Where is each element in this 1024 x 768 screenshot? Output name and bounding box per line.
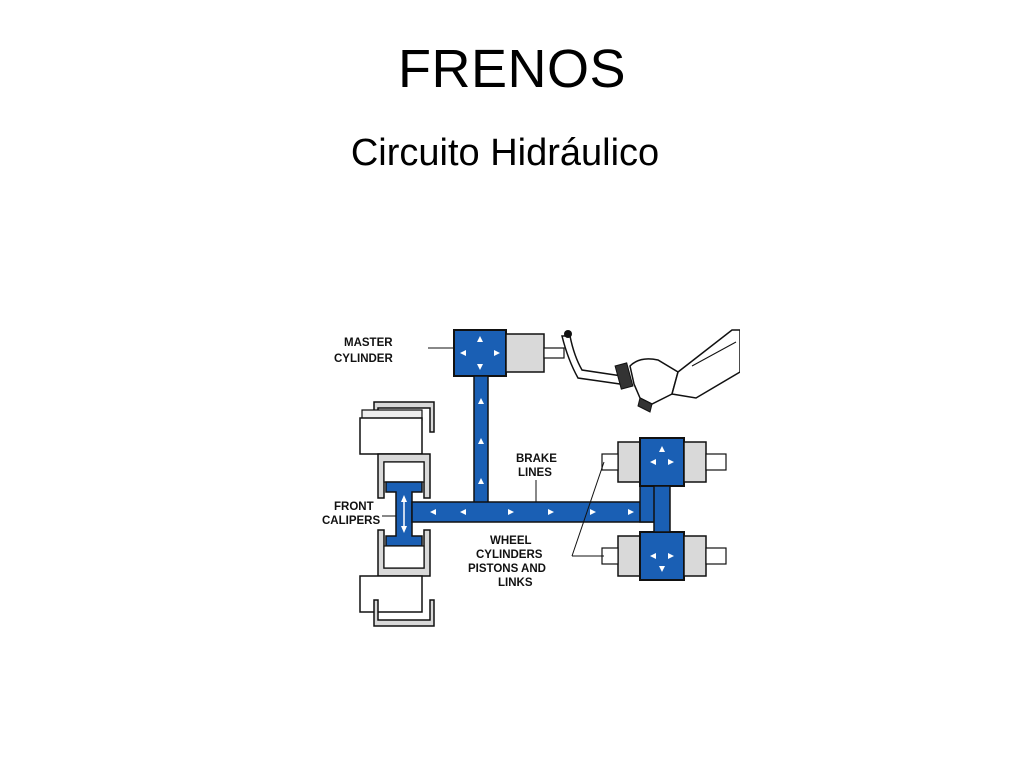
lower-wc-left-link [601,547,619,565]
driver-foot [629,329,740,413]
line-arrow-2 [478,438,484,444]
lower-wc-left-piston [617,535,641,577]
line-arrow-3 [478,478,484,484]
upper-wc-left-piston [617,441,641,483]
label-wheel-cylinders-3: PISTONS AND [468,563,546,575]
lwc-arrow-3 [659,566,665,572]
wheel-cylinders-leader-2 [571,461,605,557]
line-arrow-7 [548,509,554,515]
line-arrow-9 [628,509,634,515]
shoe [629,358,679,405]
master-cylinder-rod [543,347,565,359]
rear-wheel-cylinders [601,437,727,581]
line-arrow-5 [460,509,466,515]
mc-arrow-up [477,336,483,342]
uwc-arrow-1 [650,459,656,465]
brake-line-horizontal [411,501,657,523]
master-cylinder [453,329,565,377]
lwc-arrow-2 [668,553,674,559]
uwc-arrow-3 [659,446,665,452]
mc-arrow-right [494,350,500,356]
shoe-heel [637,397,653,413]
lower-disc-bracket [373,599,435,627]
lower-hub [359,575,423,613]
label-brake-lines-1: BRAKE [516,453,557,465]
mc-arrow-left [460,350,466,356]
leg [671,329,740,399]
upper-hub [359,417,423,455]
upper-wc-right-piston [683,441,707,483]
pedal-pivot [564,330,572,338]
lower-wc-right-link [705,547,727,565]
caliper-arrow-up [401,495,407,502]
label-leaders [382,347,605,557]
slide-subtitle: Circuito Hidráulico [350,132,660,174]
upper-wheel-cylinder [601,437,727,487]
pedal-pad [614,362,634,390]
line-arrow-4 [430,509,436,515]
slide-title: FRENOS [397,39,627,99]
line-arrow-1 [478,398,484,404]
label-wheel-cylinders-4: LINKS [498,577,533,589]
line-arrow-8 [590,509,596,515]
uwc-arrow-2 [668,459,674,465]
lower-wc-right-piston [683,535,707,577]
label-brake-lines-2: LINES [518,467,552,479]
label-master-cylinder-2: CYLINDER [334,353,393,365]
label-master-cylinder-1: MASTER [344,337,393,349]
caliper-arrow-down [401,526,407,533]
label-wheel-cylinders-2: CYLINDERS [476,549,543,561]
label-front-calipers-1: FRONT [334,501,374,513]
lower-wc-fluid [639,531,685,581]
front-caliper-assembly [359,401,435,627]
upper-wc-right-link [705,453,727,471]
leg-crease [691,341,737,367]
upper-wc-left-link [601,453,619,471]
lwc-arrow-1 [650,553,656,559]
label-wheel-cylinders-1: WHEEL [490,535,532,547]
label-front-calipers-2: CALIPERS [322,515,380,527]
mc-arrow-down [477,364,483,370]
line-arrow-6 [508,509,514,515]
master-cylinder-piston [505,333,545,373]
hydraulic-brake-diagram: MASTER CYLINDER BRAKE LINES FRONT CALIPE… [322,329,740,627]
brake-pedal [561,330,634,390]
lower-caliper-pad [383,545,425,569]
brake-lines [411,375,657,523]
upper-caliper-pad [383,461,425,483]
rear-cylinders-connector [653,485,671,533]
upper-wc-fluid [639,437,685,487]
lower-wheel-cylinder [601,531,727,581]
pedal-lever [561,335,623,385]
